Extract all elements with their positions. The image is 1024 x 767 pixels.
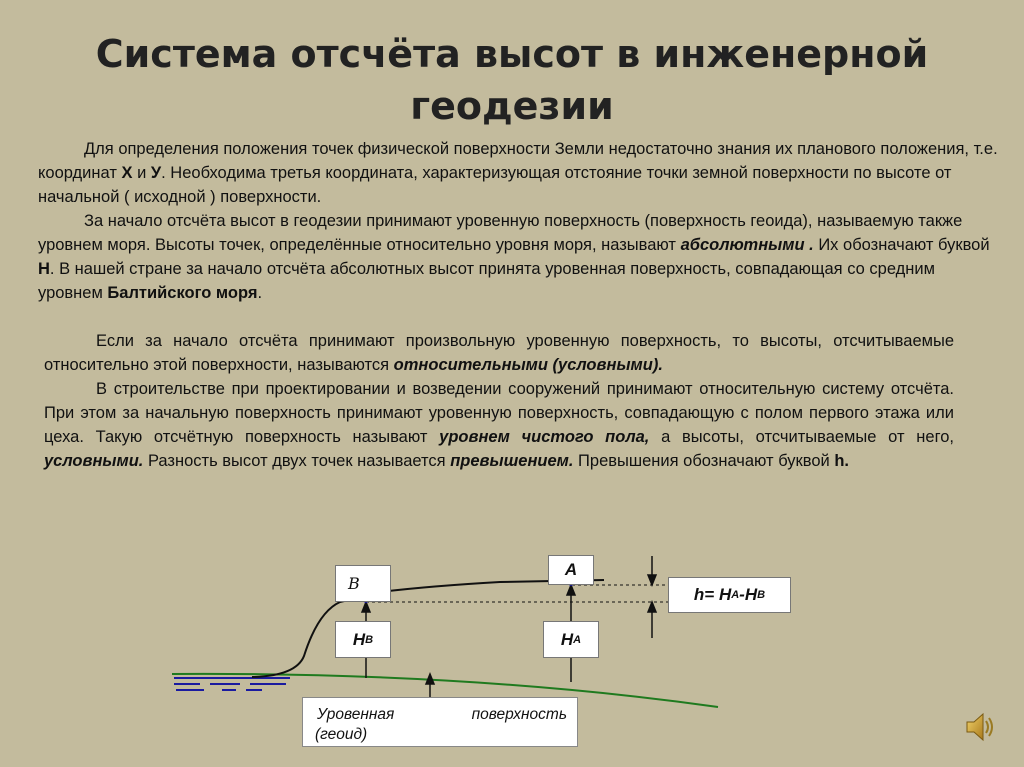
p2-text-4: . (257, 284, 263, 302)
p2-text-1: За начало отсчёта высот в геодезии прини… (38, 212, 963, 254)
label-level-surface: Уровенная поверхность (геоид) (302, 697, 578, 747)
geoid-word-2: поверхность (471, 706, 567, 723)
text-block-relative-heights: Если за начало отсчёта принимают произво… (44, 329, 954, 473)
formula-sub-1: А (731, 589, 740, 601)
p3-text-1: Если за начало отсчёта принимают произво… (44, 332, 954, 374)
ha-sub: А (573, 633, 582, 646)
geoid-word-1: Уровенная (317, 706, 395, 723)
hb-main: Н (352, 629, 366, 649)
point-b-text: В (348, 574, 360, 593)
title-line-2: геодезии (410, 84, 614, 128)
p1-and: и (132, 164, 151, 182)
formula-part-2: -Н (739, 585, 758, 604)
p1-text-1: Для определения положения точек физическ… (38, 140, 998, 182)
elevation-arrow-top (646, 556, 658, 588)
p1-text-2: . Необходима третья координата, характер… (38, 164, 952, 206)
label-point-b: В (335, 565, 391, 602)
term-conditional: условными. (44, 452, 144, 470)
geoid-word-3: (геоид) (315, 726, 368, 743)
term-absolute: абсолютными . (680, 236, 814, 254)
text-block-absolute-heights: Для определения положения точек физическ… (38, 137, 998, 305)
p3-text-4: Разность высот двух точек называется (143, 452, 451, 470)
term-elevation: превышением. (450, 452, 574, 470)
p3-text-3: а высоты, отсчитываемые от него, (649, 428, 955, 446)
point-a-text: А (564, 560, 578, 579)
formula-sub-2: В (757, 589, 766, 601)
p3-text-2: В строительстве при проектировании и воз… (44, 380, 954, 446)
p2-text-2: Их обозначают буквой (813, 236, 990, 254)
term-clean-floor: уровнем чистого пола, (439, 428, 650, 446)
term-relative: относительными (условными). (393, 356, 663, 374)
p1-coord-y: У (150, 164, 162, 182)
p3-letter-h: h. (834, 452, 849, 470)
term-baltic-sea: Балтийского моря (107, 284, 258, 302)
speaker-icon[interactable] (963, 710, 997, 744)
hb-sub: В (365, 633, 374, 646)
water-surface (174, 677, 290, 691)
p2-text-3: . В нашей стране за начало отсчёта абсол… (38, 260, 935, 302)
geoid-line (171, 672, 719, 708)
p2-letter-h: Н (38, 260, 50, 278)
slide-title: Система отсчёта высот в инженерной геоде… (0, 28, 1024, 132)
p1-coord-x: Х (121, 164, 133, 182)
label-point-a: А (548, 555, 594, 585)
formula-part-1: h= Н (693, 585, 732, 604)
title-line-1: Система отсчёта высот в инженерной (95, 32, 929, 76)
level-surface-pointer (424, 671, 436, 698)
elevation-arrow-bottom (646, 599, 658, 638)
p3-text-5: Превышения обозначают буквой (573, 452, 835, 470)
ha-main: Н (560, 629, 574, 649)
